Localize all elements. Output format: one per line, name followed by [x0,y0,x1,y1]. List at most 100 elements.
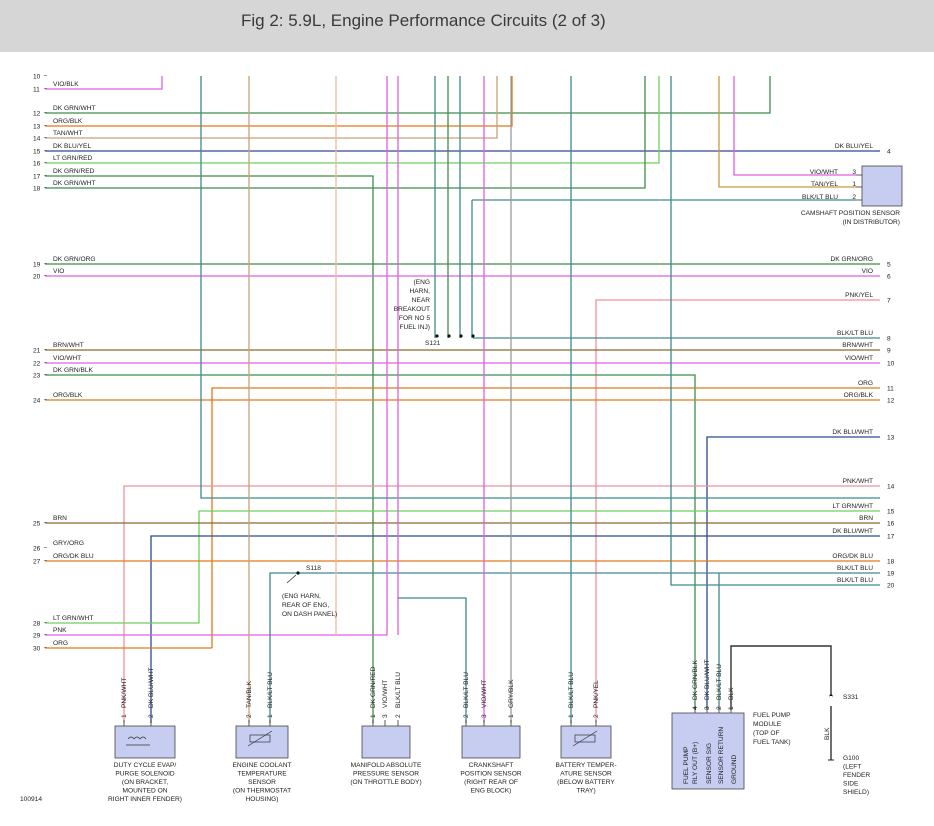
fuel-pump-wire-label: BLK/LT BLU [716,664,723,700]
right-pin-number: 9 [887,348,891,355]
camshaft-wire-label: VIO/WHT [810,169,838,176]
splice-s331-label: S331 [843,694,859,701]
left-pin-number: 21 [33,348,41,355]
left-pin-number: 16 [33,161,41,168]
left-wire-label: DK GRN/WHT [53,180,96,187]
wire-lt-grn-wht [198,510,880,620]
camshaft-pin-number: 3 [852,169,856,176]
component-wire-label: DK BLU/WHT [148,667,155,708]
component-label: POSITION SENSOR [460,771,521,778]
wire-blk-lt-blu-20 [670,76,880,586]
splice-s121-note: NEAR [412,297,431,304]
left-wire-label: BRN [53,515,67,522]
component-pin-number: 3 [481,714,488,718]
fuel-pump-wire-label: BLK [728,687,735,700]
wire-dk-blu-wht-13 [706,436,880,710]
right-wire-label: PNK/WHT [843,478,873,485]
component-label: PRESSURE SENSOR [353,771,419,778]
right-pin-number: 10 [887,361,895,368]
component-pin-number: 2 [246,714,253,718]
thermistor-symbol [249,734,271,743]
left-pin-number: 17 [33,174,41,181]
right-pin-number: 19 [887,571,895,578]
component-pin-number: 1 [568,714,575,718]
fuel-pump-module-box [671,712,745,790]
component-pin-number: 2 [395,714,402,718]
fuel-pump-module-label: MODULE [753,721,782,728]
wire-pnk-29 [45,76,388,636]
component-label: RIGHT INNER FENDER) [108,796,182,803]
left-wire-label: TAN/WHT [53,130,83,137]
component-label: CRANKSHAFT [469,762,514,769]
left-wire-label: DK GRN/ORG [53,256,96,263]
component-label: (ON BRACKET, [122,779,168,786]
component-label: PURGE SOLENOID [115,771,175,778]
left-wire-label: LT GRN/WHT [53,615,93,622]
component-label: BATTERY TEMPER- [555,762,616,769]
left-pin-number: 10 [33,74,41,81]
wire-blk-lt-blu-v [200,76,880,499]
left-pin-number: 20 [33,274,41,281]
wire-org [211,387,880,648]
right-pin-number: 16 [887,521,895,528]
component-label: TEMPERATURE [237,771,287,778]
fuel-pump-module-label: FUEL TANK) [753,739,791,746]
component-label: ENG BLOCK) [471,788,512,795]
component-wire-label: VIO/WHT [481,680,488,708]
left-pin-number: 15 [33,149,41,156]
component-box [114,725,176,759]
component-label: MANIFOLD ABSOLUTE [351,762,422,769]
camshaft-sensor-label: CAMSHAFT POSITION SENSOR [801,210,900,217]
fuel-pump-pin-number: 1 [728,706,735,710]
thermistor-symbol [574,734,596,743]
left-pin-number: 22 [33,361,41,368]
splice-s121-note: FUEL INJ) [399,324,430,331]
left-pin-number: 27 [33,559,41,566]
component-wire-label: GRY/BLK [508,679,515,708]
camshaft-wire-label: BLK/LT BLU [802,194,838,201]
ground-wire-label: BLK [824,727,831,740]
component-label: TRAY) [576,788,595,795]
thermistor-arrow [247,730,273,747]
right-pin-number: 4 [887,149,891,156]
left-wire-label: VIO/WHT [53,355,81,362]
splice-s118-note: REAR OF ENG, [282,602,329,609]
component-wire-label: TAN/BLK [246,680,253,708]
right-wire-label: ORG/DK BLU [832,553,873,560]
right-pin-number: 8 [887,336,891,343]
component-label: MOUNTED ON [122,788,167,795]
left-wire-label: BRN/WHT [53,342,84,349]
right-pin-number: 11 [887,386,894,393]
component-wire-label: BLK/LT BLU [463,672,470,708]
left-wire-label: PNK [53,627,67,634]
wire-dk-grn-wht-12 [45,76,771,114]
component-box [361,725,411,759]
splice-s121-dot [459,334,463,338]
wire-pnk-wht [123,485,880,723]
camshaft-wire-label: TAN/YEL [811,181,838,188]
wire-cam-1 [718,76,856,188]
component-label: ENGINE COOLANT [233,762,292,769]
splice-s121-dot [435,334,439,338]
fuel-pump-pin-number: 4 [692,706,699,710]
wire-ect-blk [269,572,298,723]
fuel-pump-pin-number: 3 [704,706,711,710]
splice-s118-label: S118 [306,565,321,572]
right-pin-number: 12 [887,398,895,405]
component-pin-number: 2 [593,714,600,718]
component-wire-label: VIO/WHT [382,680,389,708]
component-wire-label: DK GRN/RED [370,666,377,708]
right-wire-label: VIO [862,268,873,275]
component-pin-number: 1 [508,714,515,718]
component-label: DUTY CYCLE EVAP/ [114,762,177,769]
component-pin-number: 1 [267,714,274,718]
wire-lt-grn-red [45,76,660,164]
right-pin-number: 18 [887,559,895,566]
ground-label: SHIELD) [843,789,869,796]
splice-s118-note: ON DASH PANEL) [282,611,337,618]
left-wire-label: VIO [53,268,64,275]
fuel-pump-wire-label: DK GRN/BLK [692,659,699,700]
right-pin-number: 14 [887,484,895,491]
right-wire-label: PNK/YEL [845,292,873,299]
wire-dk-grn-blk [45,374,696,710]
